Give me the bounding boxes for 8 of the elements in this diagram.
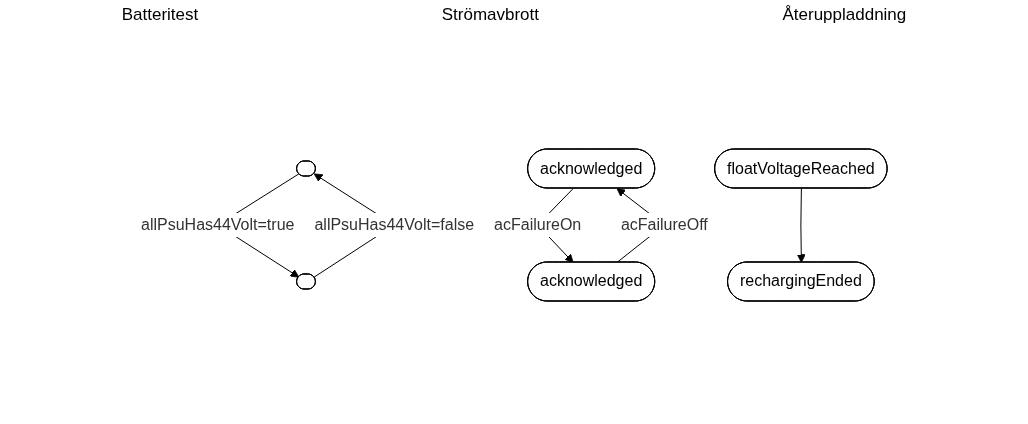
edge-label: acFailureOff [620, 216, 708, 233]
group-heading: Återuppladdning [782, 5, 907, 25]
edge-label: acFailureOn [494, 216, 582, 233]
group-heading: Batteritest [121, 5, 199, 25]
edge-label: allPsuHas44Volt=true [140, 216, 295, 233]
group-heading: Strömavbrott [441, 5, 539, 25]
edge-label: allPsuHas44Volt=false [314, 216, 475, 233]
arrow [796, 188, 806, 263]
